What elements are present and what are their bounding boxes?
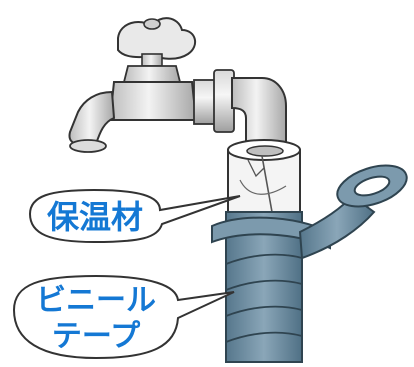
label-insulation: 保温材 (47, 198, 143, 236)
vinyl-tape-roll (298, 164, 408, 260)
callout-vinyl-tape: ビニール テープ (12, 274, 235, 360)
callout-insulation: 保温材 (28, 188, 241, 244)
faucet-icon (68, 65, 235, 153)
label-vinyl-tape-line2: テープ (52, 319, 141, 354)
faucet-handle-icon (117, 17, 197, 67)
vinyl-tape-wrap (211, 211, 331, 363)
label-vinyl-tape-line1: ビニール (36, 283, 156, 318)
